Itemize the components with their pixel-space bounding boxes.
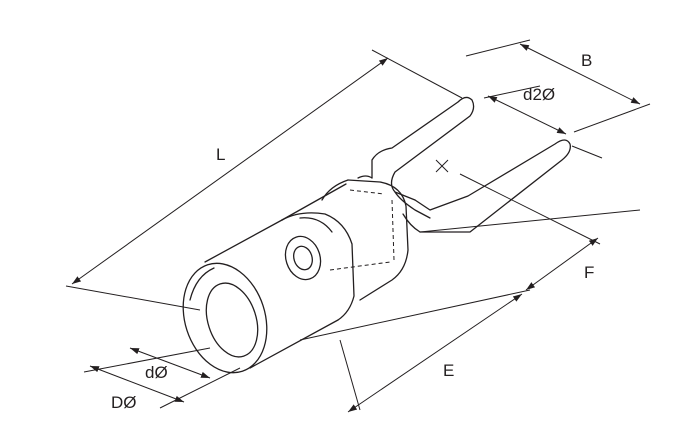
sleeve-hidden-line-side bbox=[391, 199, 395, 261]
dim-L bbox=[71, 57, 389, 285]
barrel-front-rim bbox=[189, 267, 215, 301]
inspection-hole-outer bbox=[284, 235, 322, 281]
label-d: dØ bbox=[145, 363, 168, 382]
spade-terminal-body bbox=[182, 96, 571, 374]
inspection-hole-inner bbox=[293, 245, 313, 271]
dim-d2 bbox=[487, 95, 567, 135]
extension-lines bbox=[65, 39, 651, 411]
dim-E bbox=[347, 293, 523, 413]
collar-top-line bbox=[281, 183, 347, 221]
label-d2: d2Ø bbox=[523, 85, 555, 104]
dim-d bbox=[129, 347, 211, 379]
dim-D bbox=[89, 365, 185, 403]
barrel-top-line bbox=[204, 219, 283, 263]
fork-inner-edge bbox=[394, 191, 431, 219]
label-E: E bbox=[443, 361, 454, 380]
fork-neck-upper bbox=[357, 175, 373, 179]
sleeve-hidden-line-top bbox=[349, 189, 385, 195]
barrel-front-face-outer bbox=[182, 262, 268, 374]
sleeve-outline bbox=[347, 179, 409, 301]
label-L: L bbox=[216, 145, 225, 164]
stud-center-mark bbox=[435, 159, 449, 173]
dim-F bbox=[525, 237, 599, 291]
dimension-lines bbox=[71, 43, 641, 413]
collar-outline bbox=[281, 212, 355, 321]
label-F: F bbox=[584, 263, 594, 282]
label-D: DØ bbox=[111, 393, 137, 412]
lower-fork-tine bbox=[414, 139, 571, 233]
dimension-labels: L B d2Ø F E dØ DØ bbox=[111, 51, 594, 412]
dim-B bbox=[519, 43, 641, 105]
barrel-bottom-line bbox=[249, 319, 339, 369]
collar-inner-curve bbox=[299, 217, 333, 233]
fork-neck-lower bbox=[402, 213, 421, 233]
label-B: B bbox=[581, 51, 592, 70]
sleeve-hidden-line-bottom bbox=[329, 261, 391, 271]
